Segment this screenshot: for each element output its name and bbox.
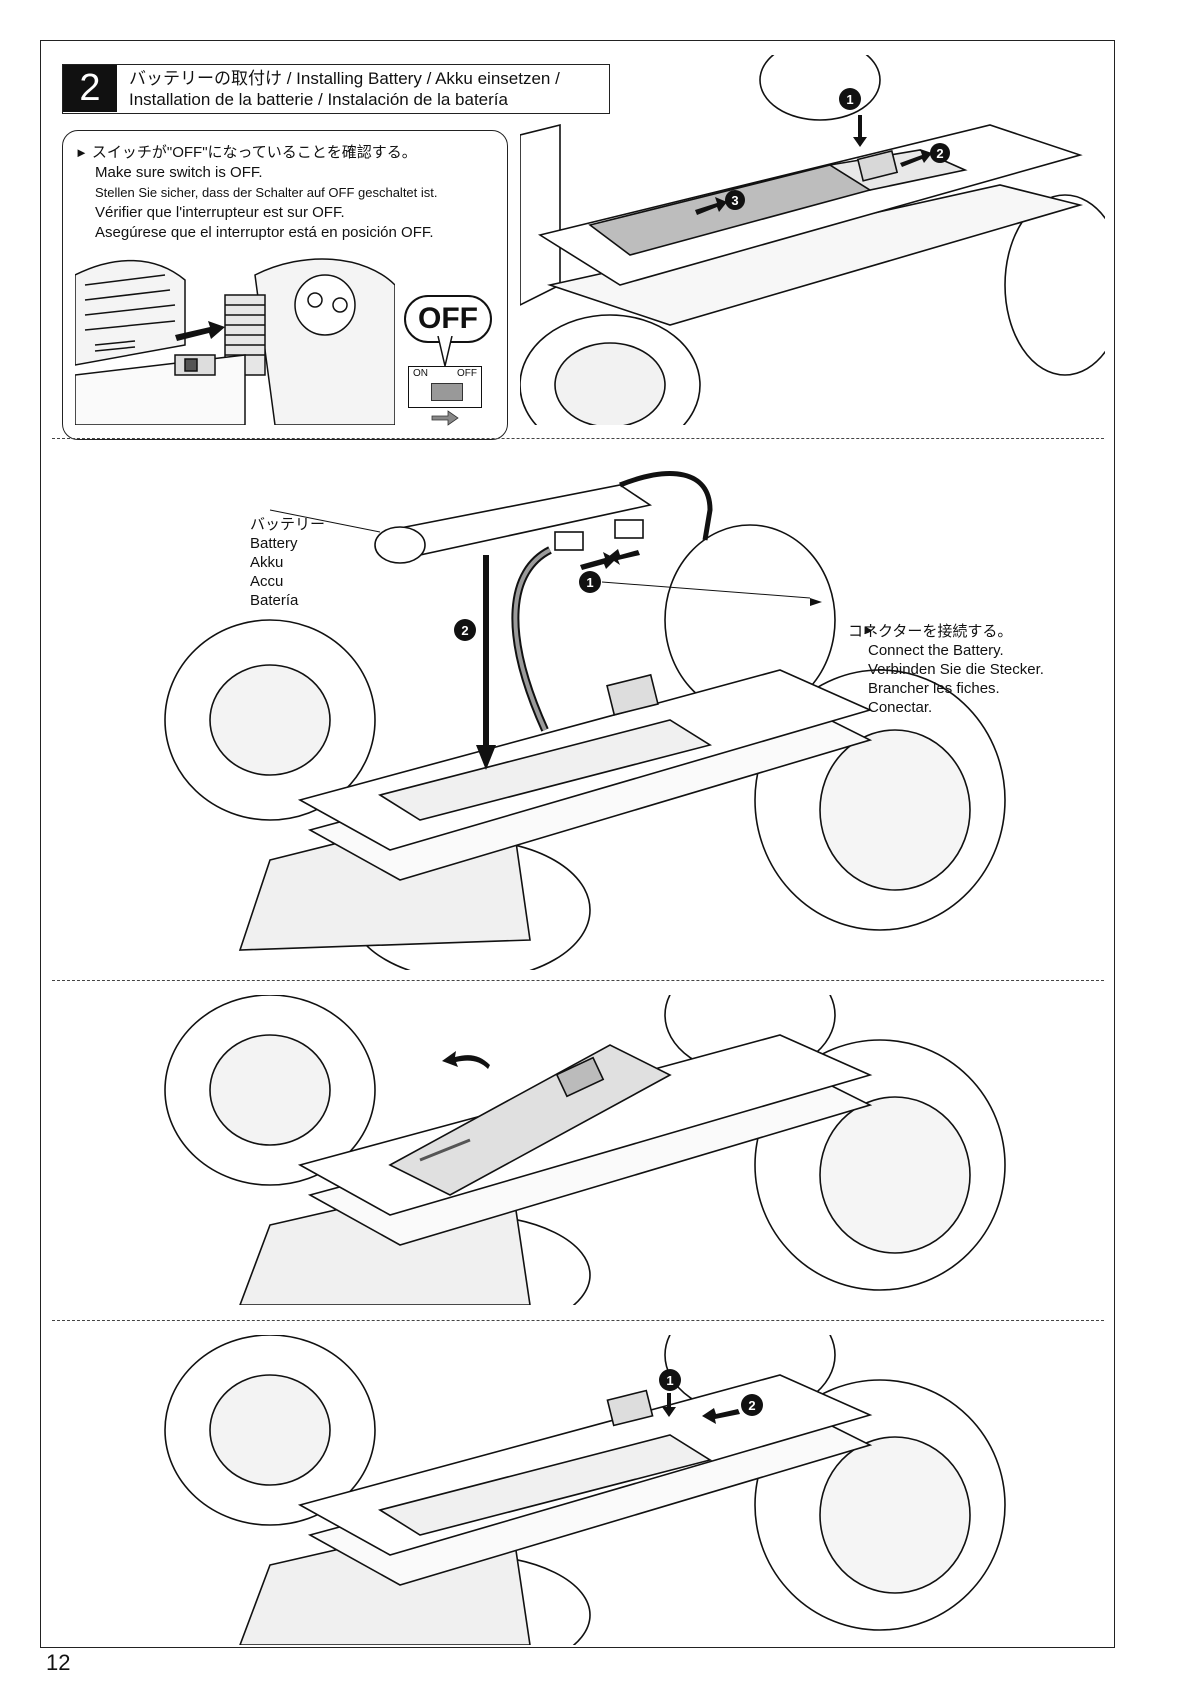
insert-marker-two: 2: [461, 623, 468, 638]
connect-note-ja: コネクターを接続する。: [848, 623, 1013, 640]
connect-note-pointer: ►: [862, 622, 875, 637]
off-badge: OFF: [404, 295, 492, 343]
switch-closeup-illustration: [75, 255, 395, 425]
note-line-en: Make sure switch is OFF.: [95, 164, 263, 181]
section-divider: [52, 438, 1104, 439]
battery-label: バッテリー Battery Akku Accu Batería: [250, 515, 325, 610]
connect-note-en: Connect the Battery.: [868, 642, 1004, 659]
page-frame: [40, 40, 1115, 1648]
connect-note-fr: Brancher les fiches.: [868, 680, 1000, 697]
battery-label-es: Batería: [250, 592, 299, 609]
step-title-line-2: Installation de la batterie / Instalació…: [129, 90, 508, 109]
step-number: 2: [63, 65, 117, 112]
page-number: 12: [46, 1650, 71, 1675]
marker-one-text: 1: [846, 92, 853, 107]
connect-note-es: Conectar.: [868, 699, 933, 716]
switch-knob: [431, 383, 463, 401]
step-title: バッテリーの取付け / Installing Battery / Akku ei…: [129, 68, 560, 110]
connect-marker-one: 1: [586, 575, 593, 590]
cover-removal-illustration: 1 2 3: [520, 55, 1105, 425]
battery-insertion-illustration: 1 2: [164, 471, 1006, 970]
connect-note: コネクターを接続する。 Connect the Battery. Verbind…: [848, 622, 1044, 717]
cover-reinstall-illustration: [164, 995, 1006, 1305]
switch-restore-illustration: 1 2: [164, 1335, 1006, 1645]
note-line-de: Stellen Sie sicher, dass der Schalter au…: [95, 185, 438, 200]
switch-slide-arrow: [431, 410, 459, 426]
switch-diagram: ON OFF: [408, 366, 482, 408]
switch-off-label: OFF: [457, 368, 477, 379]
battery-label-en: Battery: [250, 535, 298, 552]
note-line-fr: Vérifier que l'interrupteur est sur OFF.: [95, 204, 345, 221]
battery-label-de: Akku: [250, 554, 284, 571]
off-badge-pointer: [437, 336, 453, 367]
restore-marker-two: 2: [748, 1398, 755, 1413]
switch-on-label: ON: [413, 368, 428, 379]
note-line-ja: スイッチが"OFF"になっていることを確認する。: [75, 143, 438, 163]
marker-two-text: 2: [936, 146, 943, 161]
step-title-line-1: バッテリーの取付け / Installing Battery / Akku ei…: [129, 69, 560, 88]
marker-three-text: 3: [731, 193, 738, 208]
connect-note-de: Verbinden Sie die Stecker.: [868, 661, 1044, 678]
note-line-es: Asegúrese que el interruptor está en pos…: [95, 224, 434, 241]
battery-label-fr: Accu: [250, 573, 284, 590]
section-divider: [52, 1320, 1104, 1321]
switch-off-instructions: スイッチが"OFF"になっていることを確認する。 Make sure switc…: [75, 143, 438, 243]
restore-marker-one: 1: [666, 1373, 673, 1388]
step-header: 2 バッテリーの取付け / Installing Battery / Akku …: [62, 64, 610, 114]
section-divider: [52, 980, 1104, 981]
battery-label-ja: バッテリー: [250, 516, 326, 533]
